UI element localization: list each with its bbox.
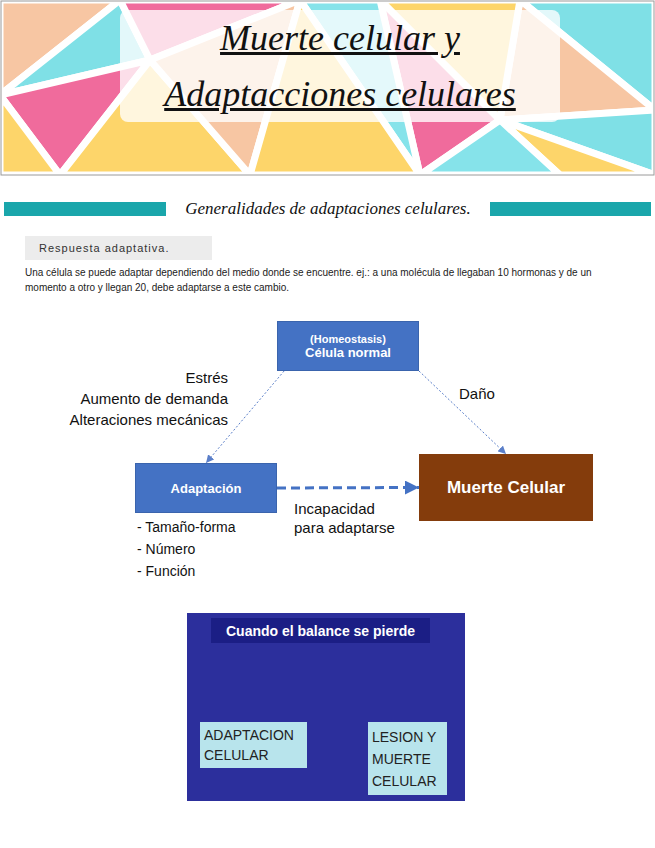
process-box: (Homeostasis)Célula normal	[277, 321, 419, 371]
node-text: (Homeostasis)	[284, 333, 412, 345]
body-paragraph: Una célula se puede adaptar dependiendo …	[25, 265, 635, 295]
node-text: Respuesta adaptativa.	[39, 242, 204, 254]
page-title: Muerte celular y Adaptacciones celulares	[120, 10, 560, 122]
dotted-arrow	[419, 371, 506, 454]
process-box: Adaptación	[135, 463, 277, 513]
node-text: Cuando el balance se pierde	[217, 623, 424, 639]
banner-triangle	[420, 120, 560, 175]
node-text: Adaptación	[142, 481, 270, 496]
banner-triangles	[0, 0, 655, 175]
section-tag: Respuesta adaptativa.	[25, 236, 212, 260]
heading-bar	[4, 202, 166, 216]
list-item: - Número	[137, 541, 195, 557]
node-text: LESION Y MUERTE CELULAR	[372, 726, 443, 792]
stimulus-label: Alteraciones mecánicas	[70, 411, 228, 428]
outcome-box: Muerte Celular	[419, 454, 593, 521]
stimulus-label: Aumento de demanda	[80, 390, 228, 407]
node-text: Célula normal	[284, 345, 412, 360]
banner-frame	[1, 1, 654, 175]
node-text: Muerte Celular	[427, 478, 585, 498]
dashed-arrow	[277, 486, 419, 490]
edge-label: Daño	[457, 384, 497, 403]
list-item: - Función	[137, 563, 195, 579]
stimulus-label: Estrés	[185, 369, 228, 386]
outcome-box: LESION Y MUERTE CELULAR	[368, 722, 447, 795]
node-text: ADAPTACION CELULAR	[204, 725, 303, 765]
section-heading: Generalidades de adaptaciones celulares.	[178, 199, 478, 219]
heading-bar	[490, 202, 651, 216]
panel: Cuando el balance se pierdeADAPTACION CE…	[187, 613, 465, 801]
list-item: - Tamaño-forma	[137, 519, 236, 535]
panel-header: Cuando el balance se pierde	[211, 618, 430, 643]
outcome-box: ADAPTACION CELULAR	[200, 722, 307, 768]
edge-label: Incapacidad para adaptarse	[292, 499, 410, 537]
banner-triangle	[0, 95, 60, 175]
